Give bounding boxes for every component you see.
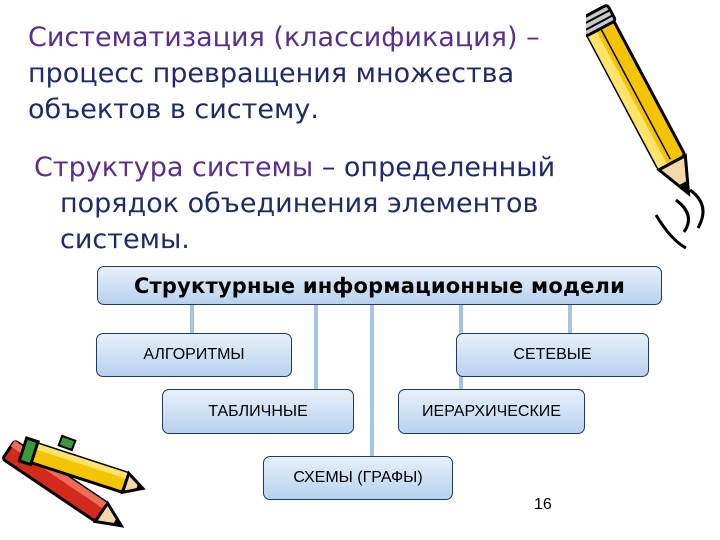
term-structure: Структура системы: [34, 152, 314, 183]
box-graphs: СХЕМЫ (ГРАФЫ): [263, 456, 453, 500]
box-label: АЛГОРИТМЫ: [143, 346, 245, 363]
definition-structure: Структура системы – определенный порядок…: [34, 150, 604, 258]
box-algorithms: АЛГОРИТМЫ: [96, 333, 292, 377]
box-label: СХЕМЫ (ГРАФЫ): [293, 469, 423, 486]
definition-line: объектов в систему.: [28, 94, 319, 125]
box-network: СЕТЕВЫЕ: [456, 333, 649, 377]
definition-line: процесс превращения множества: [28, 58, 515, 89]
box-hierarchical: ИЕРАРХИЧЕСКИЕ: [398, 389, 585, 434]
box-tabular: ТАБЛИЧНЫЕ: [162, 389, 354, 434]
box-label: ИЕРАРХИЧЕСКИЕ: [422, 402, 561, 420]
pencils-clipart-icon: [2, 434, 146, 528]
definition-line: – определенный: [313, 152, 556, 183]
box-label: СЕТЕВЫЕ: [513, 346, 592, 363]
definition-line: системы.: [60, 224, 190, 255]
pencil-clipart-icon: [586, 4, 705, 250]
box-label: ТАБЛИЧНЫЕ: [208, 402, 308, 420]
page-number: 16: [534, 496, 552, 513]
definition-systematization: Систематизация (классификация) – процесс…: [28, 20, 588, 128]
definition-line: Систематизация (классификация) –: [28, 22, 540, 53]
diagram-header-label: Структурные информационные модели: [133, 273, 626, 298]
diagram-header: Структурные информационные модели: [97, 266, 662, 305]
definition-line: порядок объединения элементов: [60, 188, 539, 219]
